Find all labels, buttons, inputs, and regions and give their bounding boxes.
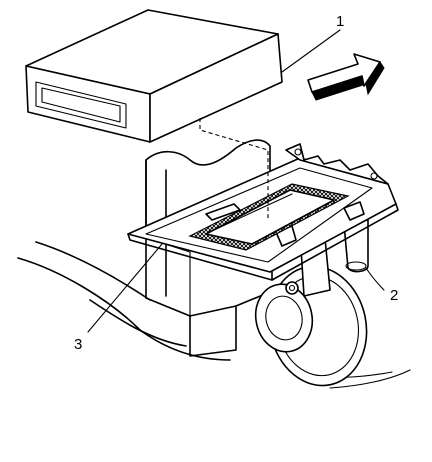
callout-1-label: 1 bbox=[336, 13, 344, 30]
wheel-assembly bbox=[254, 265, 368, 387]
callout-3-label: 3 bbox=[74, 336, 82, 353]
removal-direction-arrow-icon bbox=[307, 53, 385, 101]
control-module bbox=[25, 9, 283, 143]
callout-2-label: 2 bbox=[390, 287, 398, 304]
callout-leaders bbox=[87, 29, 385, 333]
connector-pad bbox=[188, 183, 350, 251]
